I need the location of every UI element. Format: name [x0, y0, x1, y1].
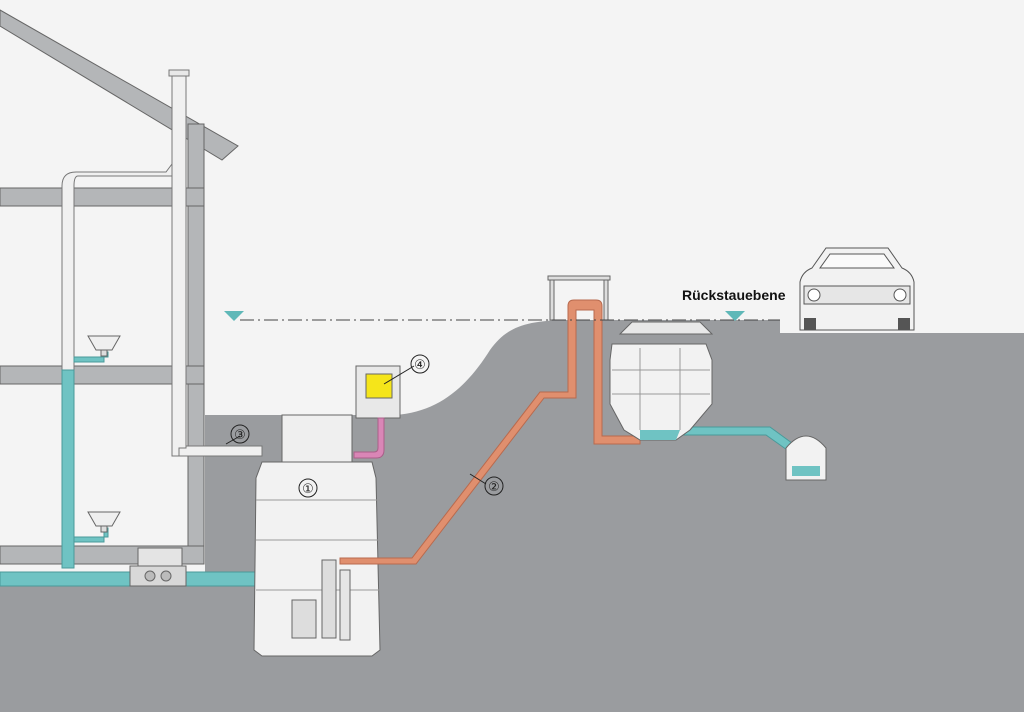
pump-chamber [609, 321, 714, 441]
vent-pipe-branch [178, 445, 263, 457]
callout-circle-2 [484, 476, 504, 496]
car-icon [799, 247, 915, 331]
sewer-channel [785, 435, 827, 481]
callout-2: ② [488, 480, 500, 495]
house-floor-middle [0, 365, 205, 385]
basement-floor [0, 578, 205, 712]
callout-circle-4 [410, 354, 430, 374]
pressure-pipe [339, 299, 641, 565]
water-level-marker-icon [224, 311, 244, 321]
callout-leader-2 [469, 473, 487, 485]
callout-circle-3 [230, 424, 250, 444]
callout-4: ④ [414, 358, 426, 373]
control-cable [353, 417, 385, 459]
water-level-marker-icon [725, 311, 745, 321]
vent-pipe-stack [171, 73, 187, 457]
callout-leader-4 [383, 365, 415, 385]
sink-icon [87, 511, 121, 533]
callout-circle-1 [298, 478, 318, 498]
floor-drain [129, 547, 187, 587]
callout-1: ① [302, 482, 314, 497]
backflow-level-label: Rückstauebene [682, 287, 786, 303]
control-box-icon [355, 365, 401, 419]
wastewater-riser [61, 369, 75, 569]
sink-icon [87, 335, 121, 357]
vent-pipe-cap [168, 69, 190, 77]
callout-3: ③ [234, 428, 246, 443]
lifting-station-icon [253, 414, 381, 657]
house-floor-upper [0, 187, 205, 207]
